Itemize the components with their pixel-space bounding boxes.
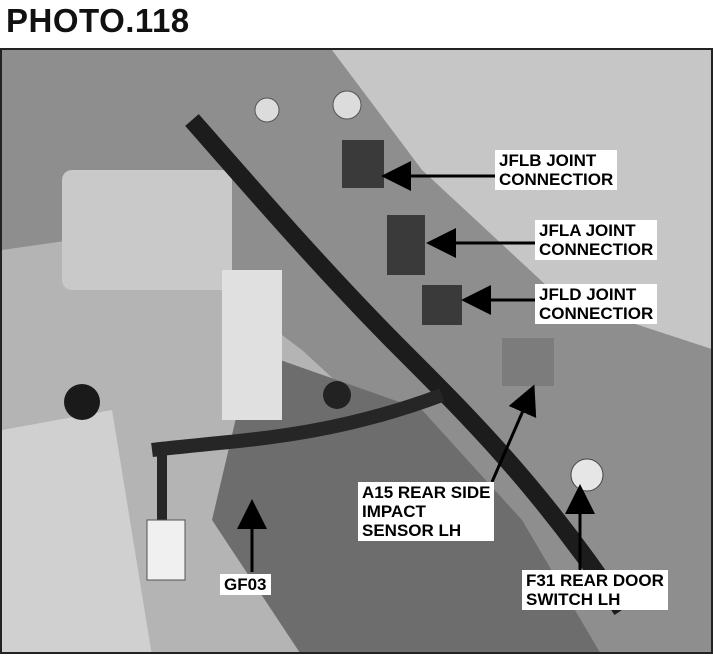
main-harness <box>185 114 630 615</box>
callout-jfld-line2: CONNECTIOR <box>539 304 654 323</box>
jfld-connector <box>422 285 462 325</box>
callout-jfla-line1: JFLA JOINT <box>539 221 636 240</box>
callout-a15-line2: IMPACT <box>362 502 426 521</box>
callout-a15-line1: A15 REAR SIDE <box>362 483 491 502</box>
callout-jflb-line2: CONNECTIOR <box>499 170 614 189</box>
callout-gf03: GF03 <box>220 574 271 595</box>
callout-f31-line2: SWITCH LH <box>526 590 621 609</box>
upper-body-panel <box>332 50 711 349</box>
mount-hole <box>254 97 280 123</box>
callout-a15-line3: SENSOR LH <box>362 521 462 540</box>
impact-sensor <box>502 338 554 386</box>
grommet-hole <box>323 381 351 409</box>
mount-hole <box>332 90 362 120</box>
callout-gf03-line1: GF03 <box>224 575 267 594</box>
white-connector <box>146 519 186 581</box>
page-title: PHOTO.118 <box>6 2 190 39</box>
jfla-connector <box>387 215 425 275</box>
a15-arrow <box>490 384 537 483</box>
grommet-hole <box>64 384 100 420</box>
photo-illustration <box>2 50 711 652</box>
callout-f31-line1: F31 REAR DOOR <box>526 571 664 590</box>
branch-harness <box>151 388 445 457</box>
callout-jfla-line2: CONNECTIOR <box>539 240 654 259</box>
jflb-connector <box>342 140 384 188</box>
callout-jfld-line1: JFLD JOINT <box>539 285 637 304</box>
lower-left-bracket <box>2 410 152 652</box>
label-sticker <box>222 270 282 420</box>
center-bracket <box>62 170 232 290</box>
door-switch-hole <box>570 458 604 492</box>
callout-jflb-line1: JFLB JOINT <box>499 151 597 170</box>
